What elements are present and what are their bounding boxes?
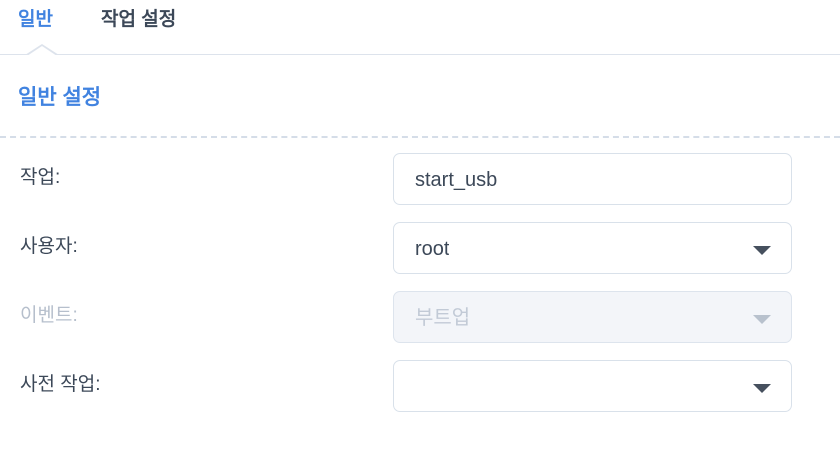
event-dropdown-value: 부트업 (415, 307, 471, 329)
label-pre-task: 사전 작업: (20, 374, 101, 395)
form-row-task: 작업: start_usb (0, 153, 840, 222)
chevron-down-icon (753, 315, 771, 324)
section-heading: 일반 설정 (18, 86, 102, 109)
task-name-input[interactable]: start_usb (393, 153, 792, 205)
tab-bar: 일반 작업 설정 (0, 0, 840, 56)
general-settings-form: 작업: start_usb 사용자: root 이벤트: 부트업 사전 작업: (0, 153, 840, 429)
section-separator (0, 136, 840, 138)
user-dropdown-value: root (415, 238, 450, 260)
pre-task-dropdown[interactable] (393, 360, 792, 412)
chevron-down-icon[interactable] (753, 246, 771, 255)
tab-list: 일반 작업 설정 (0, 0, 840, 33)
form-row-pre-task: 사전 작업: (0, 360, 840, 429)
task-name-value: start_usb (415, 169, 498, 191)
notch-fill (26, 45, 57, 55)
tab-task-settings[interactable]: 작업 설정 (100, 9, 177, 30)
chevron-down-icon[interactable] (753, 384, 771, 393)
user-dropdown[interactable]: root (393, 222, 792, 274)
form-row-event: 이벤트: 부트업 (0, 291, 840, 360)
label-task: 작업: (20, 167, 61, 188)
label-user: 사용자: (20, 236, 78, 257)
active-tab-indicator-notch (25, 44, 59, 55)
label-event: 이벤트: (20, 305, 78, 326)
event-dropdown: 부트업 (393, 291, 792, 343)
form-row-user: 사용자: root (0, 222, 840, 291)
tab-strip-divider (0, 54, 840, 55)
tab-general[interactable]: 일반 (18, 9, 53, 30)
